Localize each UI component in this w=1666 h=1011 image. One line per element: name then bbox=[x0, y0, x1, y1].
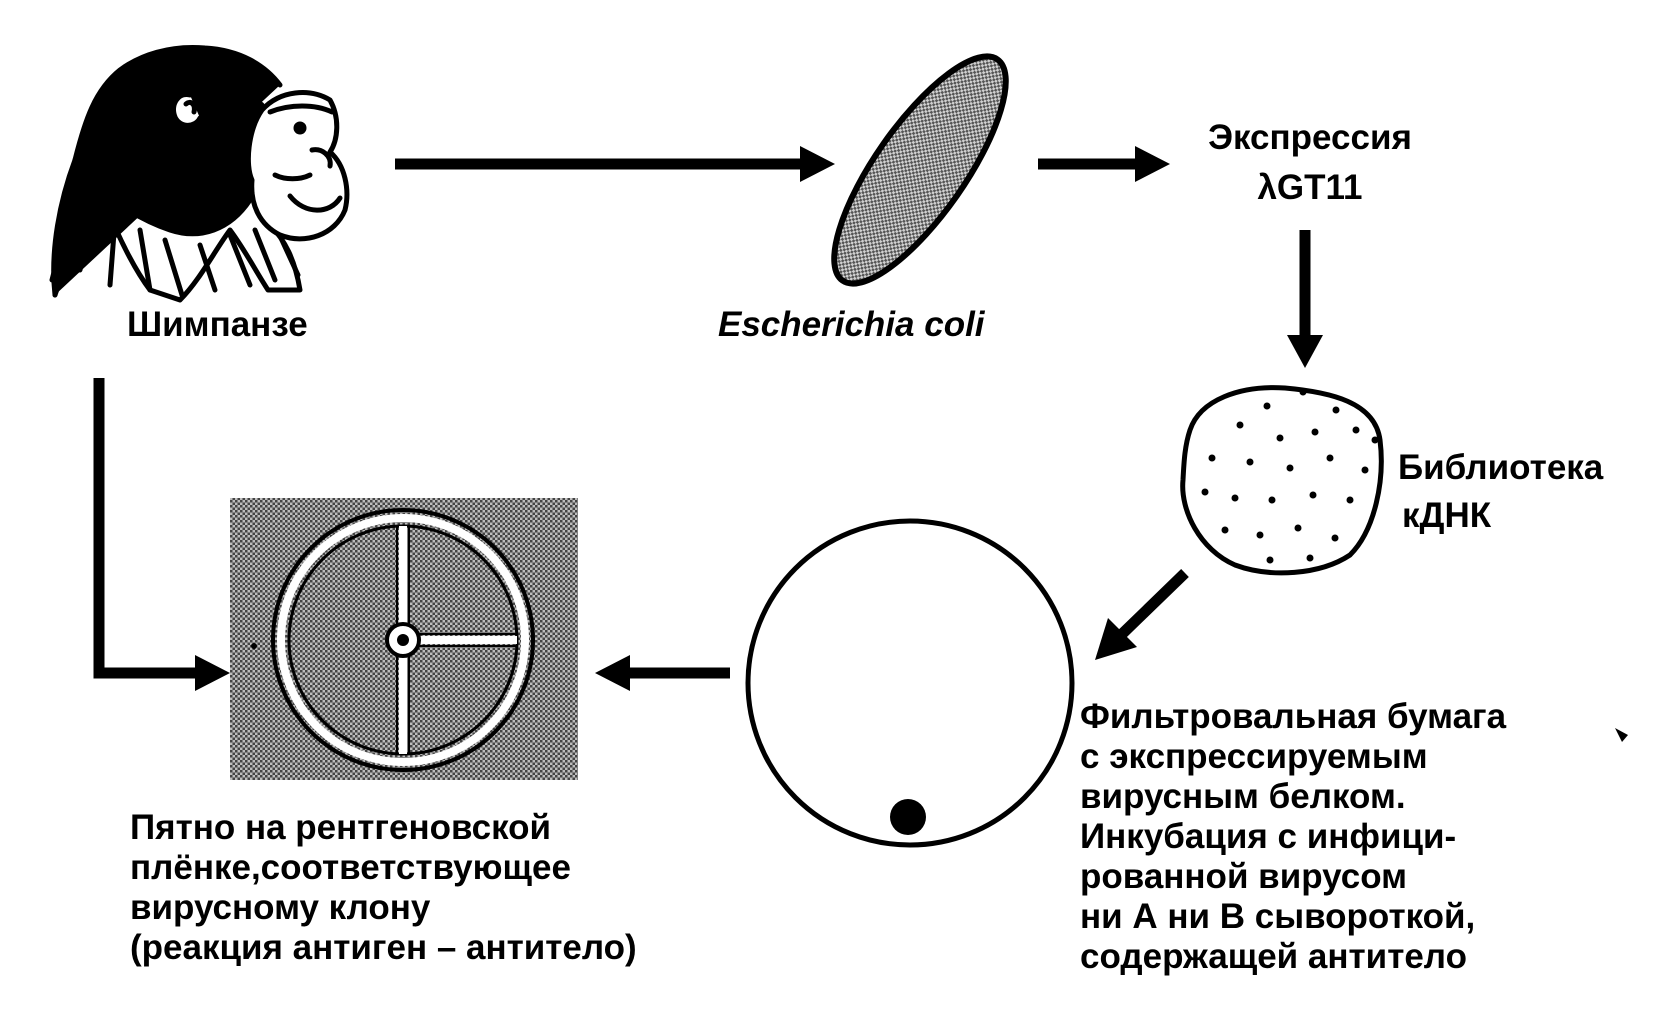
filter-caption-line: рованной вирусом bbox=[1080, 857, 1407, 896]
arrow-library-to-filter bbox=[1095, 569, 1189, 660]
cdna-library-icon bbox=[1180, 385, 1384, 576]
stray-mark bbox=[1615, 728, 1628, 742]
filter-caption-line: содержащей антитело bbox=[1080, 937, 1467, 976]
film-caption-line: Пятно на рентгеновской bbox=[130, 808, 552, 847]
filter-caption-line: вирусным белком. bbox=[1080, 777, 1406, 816]
arrow-filter-to-film bbox=[595, 655, 730, 691]
label-library-line1: Библиотека bbox=[1398, 448, 1604, 487]
arrow-chimp-to-film bbox=[93, 378, 230, 691]
film-caption-line: вирусному клону bbox=[130, 888, 431, 927]
film-caption-line: плёнке,соответствующее bbox=[130, 848, 571, 887]
ecoli-bacterium-icon bbox=[831, 53, 1009, 287]
arrow-expression-to-library bbox=[1287, 230, 1323, 368]
arrow-ecoli-to-expression bbox=[1038, 146, 1170, 182]
label-expression-line2: λGT11 bbox=[1257, 168, 1363, 207]
filter-caption-line: с экспрессируемым bbox=[1080, 737, 1428, 776]
xray-film-caption: Пятно на рентгеновской плёнке,соответств… bbox=[130, 808, 637, 968]
chimpanzee-icon bbox=[49, 44, 350, 303]
filter-caption-line: Фильтровальная бумага bbox=[1080, 697, 1507, 736]
label-expression-line1: Экспрессия bbox=[1208, 118, 1412, 157]
film-caption-line: (реакция антиген – антитело) bbox=[130, 928, 637, 967]
filter-caption-line: Инкубация с инфици- bbox=[1080, 817, 1457, 856]
filter-paper-icon bbox=[745, 518, 1075, 848]
filter-paper-caption: Фильтровальная бумага с экспрессируемым … bbox=[1080, 697, 1506, 977]
filter-caption-line: ни А ни В сывороткой, bbox=[1080, 897, 1476, 936]
label-chimpanzee: Шимпанзе bbox=[127, 305, 308, 344]
arrow-chimp-to-ecoli bbox=[395, 146, 835, 182]
label-library-line2: кДНК bbox=[1402, 496, 1492, 535]
xray-film-icon bbox=[230, 498, 578, 780]
label-ecoli: Escherichia coli bbox=[718, 305, 985, 344]
